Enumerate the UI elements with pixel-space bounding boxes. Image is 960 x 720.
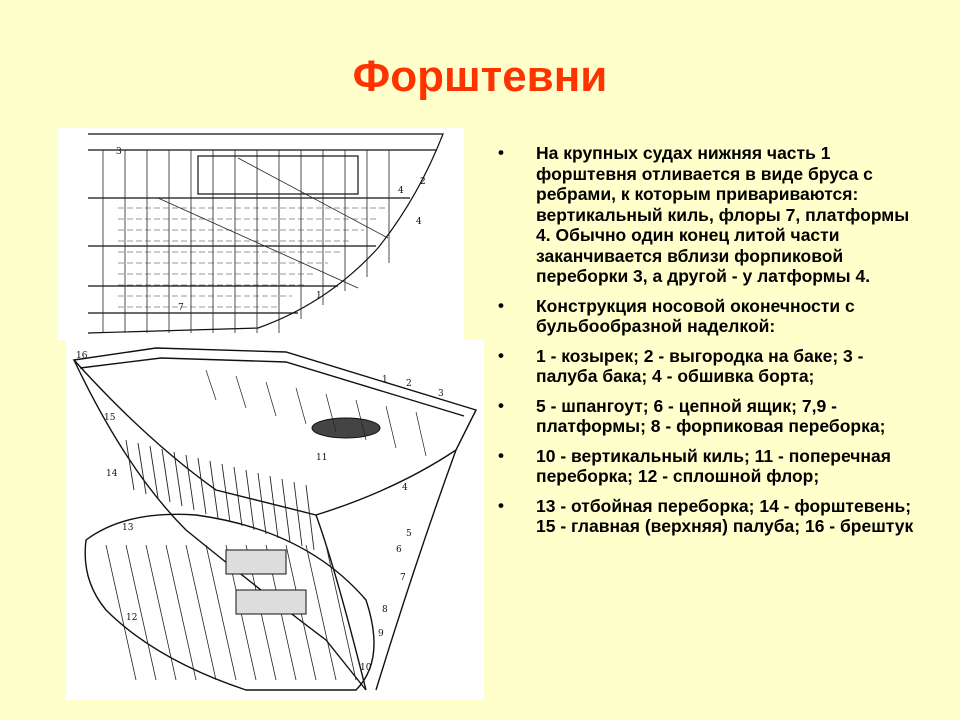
- side-frame: [257, 472, 267, 535]
- hull-outline: [87, 133, 444, 334]
- drawing-label: 5: [406, 529, 412, 539]
- side-frame: [197, 457, 207, 515]
- bullet-dot-icon: •: [498, 395, 504, 415]
- side-frame: [293, 481, 303, 547]
- hull-side: [73, 359, 367, 691]
- bullet-text: 5 - шпангоут; 6 - цепной ящик; 7,9 - пла…: [536, 395, 886, 437]
- brace-line: [237, 157, 389, 239]
- bulb-frame: [165, 544, 197, 681]
- drawing-label: 4: [402, 483, 408, 493]
- drawing-label: 4: [416, 217, 422, 227]
- deck-edge: [79, 357, 465, 417]
- drawing-label: 3: [116, 147, 122, 157]
- drawing-label: 3: [438, 389, 444, 399]
- bulb-frame: [325, 544, 357, 681]
- deck-stiffener: [205, 369, 217, 401]
- drawing-label: 16: [76, 351, 88, 361]
- side-frame: [281, 478, 291, 543]
- side-frame: [209, 460, 219, 519]
- bulb-frame: [125, 544, 157, 681]
- stem-side-drawing-svg: 3 4 2 4 1 7: [87, 133, 444, 334]
- side-frame: [149, 445, 159, 499]
- bullet-item: • 13 - отбойная переборка; 14 - форштевен…: [496, 496, 916, 537]
- drawing-label: 15: [104, 413, 116, 423]
- drawing-label: 13: [122, 523, 134, 533]
- slide-title: Форштевни: [352, 52, 608, 101]
- side-frame: [221, 463, 231, 523]
- side-frame: [125, 439, 135, 491]
- bullet-text: 1 - козырек; 2 - выгородка на баке; 3 - …: [536, 345, 864, 387]
- bullet-item: • На крупных судах нижняя часть 1 форштев…: [496, 143, 916, 287]
- hawse-hole: [311, 417, 381, 439]
- deck-stiffener: [355, 399, 367, 441]
- drawing-label: 1: [316, 291, 322, 301]
- bulb-frame: [305, 544, 337, 681]
- drawing-label: 4: [398, 186, 404, 196]
- side-frame: [161, 448, 171, 503]
- drawing-label: 6: [396, 545, 402, 555]
- drawing-label: 7: [178, 303, 184, 313]
- bullet-text: 13 - отбойная переборка; 14 - форштевень…: [536, 495, 914, 537]
- bow-line: [375, 449, 457, 691]
- bullet-item: • 5 - шпангоут; 6 - цепной ящик; 7,9 - пл…: [496, 396, 916, 437]
- bulb-frame: [145, 544, 177, 681]
- drawing-label: 1: [382, 375, 388, 385]
- brace-line: [157, 197, 359, 289]
- bullet-list: • На крупных судах нижняя часть 1 форштев…: [496, 143, 916, 546]
- bulb-frame: [185, 544, 217, 681]
- bullet-text: Конструкция носовой оконечности с бульбо…: [536, 295, 855, 337]
- bulb-frame: [205, 544, 237, 681]
- bullet-dot-icon: •: [498, 445, 504, 465]
- drawing-label: 10: [360, 663, 372, 673]
- bullet-dot-icon: •: [498, 345, 504, 365]
- drawing-label: 12: [126, 613, 137, 623]
- drawing-label: 2: [406, 379, 412, 389]
- side-frame: [233, 466, 243, 527]
- side-frame: [173, 451, 183, 507]
- drawing-label: 8: [382, 605, 388, 615]
- platform: [225, 549, 287, 575]
- side-frame: [185, 454, 195, 511]
- stem-line: [315, 514, 367, 691]
- bulb-outline: [84, 513, 375, 691]
- bullet-text: 10 - вертикальный киль; 11 - поперечная …: [536, 445, 891, 487]
- drawing-label: 7: [400, 573, 406, 583]
- side-frame: [245, 469, 255, 531]
- bullet-item: • Конструкция носовой оконечности с бульб…: [496, 296, 916, 337]
- platform: [235, 589, 307, 615]
- drawing-label: 14: [106, 469, 118, 479]
- bullet-text: На крупных судах нижняя часть 1 форштевн…: [536, 143, 910, 286]
- side-frame: [269, 475, 279, 539]
- deck-stiffener: [295, 387, 307, 425]
- bullet-dot-icon: •: [498, 495, 504, 515]
- bulkhead-box: [197, 155, 359, 195]
- bulb-frame: [105, 544, 137, 681]
- bullet-item: • 10 - вертикальный киль; 11 - поперечная…: [496, 446, 916, 487]
- drawing-label: 2: [420, 177, 426, 187]
- deck-stiffener: [325, 393, 337, 433]
- deck-stiffener: [385, 405, 397, 449]
- drawing-label: 11: [316, 453, 327, 463]
- deck-stiffener: [265, 381, 277, 417]
- bullet-dot-icon: •: [498, 295, 504, 315]
- bullet-item: • 1 - козырек; 2 - выгородка на баке; 3 -…: [496, 346, 916, 387]
- stem-side-drawing: 3 4 2 4 1 7: [58, 128, 464, 340]
- drawing-label: 9: [378, 629, 384, 639]
- deck-stiffener: [235, 375, 247, 409]
- bullet-dot-icon: •: [498, 143, 504, 162]
- deck-stiffener: [415, 411, 427, 457]
- side-frame: [305, 484, 315, 551]
- side-frame: [137, 442, 147, 495]
